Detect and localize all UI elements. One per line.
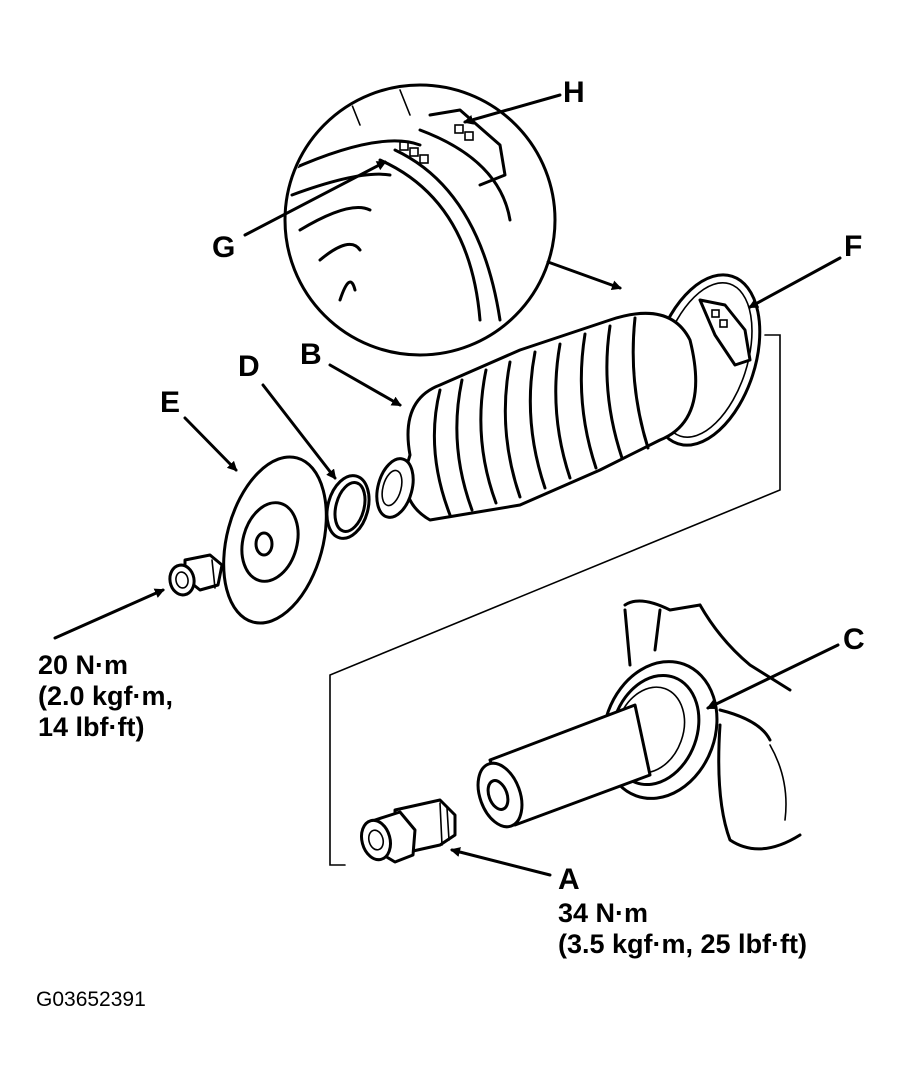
steering-boot-b bbox=[375, 311, 698, 522]
leader-h bbox=[463, 93, 562, 125]
torque-plug-line2: (2.0 kgf·m, bbox=[38, 681, 174, 711]
torque-a-line2: (3.5 kgf·m, 25 lbf·ft) bbox=[558, 929, 808, 959]
torque-a-line1: 34 N·m bbox=[558, 898, 649, 928]
steering-gearbox-housing bbox=[623, 599, 802, 851]
figure-code: G03652391 bbox=[36, 988, 146, 1011]
callout-c: C bbox=[843, 623, 865, 656]
torque-plug-spec: 20 N·m (2.0 kgf·m, 14 lbf·ft) bbox=[38, 650, 173, 743]
torque-plug-line1: 20 N·m bbox=[38, 650, 129, 680]
callout-d: D bbox=[238, 350, 260, 383]
callout-g: G bbox=[212, 231, 236, 264]
plug-bolt bbox=[168, 553, 224, 597]
rack-pipe bbox=[476, 703, 652, 829]
torque-a-spec: 34 N·m (3.5 kgf·m, 25 lbf·ft) bbox=[558, 898, 807, 960]
torque-plug-line3: 14 lbf·ft) bbox=[38, 712, 145, 742]
leader-torque-plug bbox=[53, 588, 165, 640]
magnifier-pointer-arrow bbox=[546, 260, 622, 290]
leader-g bbox=[243, 160, 387, 237]
leader-c bbox=[706, 643, 840, 710]
washer-e bbox=[222, 455, 328, 625]
snap-ring-d bbox=[325, 474, 371, 540]
callout-b: B bbox=[300, 338, 322, 371]
callout-e: E bbox=[160, 386, 181, 419]
fitting-a bbox=[360, 798, 457, 864]
leader-d bbox=[261, 383, 337, 480]
leader-e bbox=[183, 416, 238, 472]
assembly-frame-line bbox=[329, 334, 781, 866]
leader-b bbox=[328, 363, 402, 407]
leader-f bbox=[748, 256, 842, 309]
detail-magnifier bbox=[283, 83, 557, 357]
callout-f: F bbox=[844, 230, 863, 263]
callout-a: A bbox=[558, 863, 580, 896]
leader-a bbox=[450, 847, 552, 877]
callout-h: H bbox=[563, 76, 585, 109]
